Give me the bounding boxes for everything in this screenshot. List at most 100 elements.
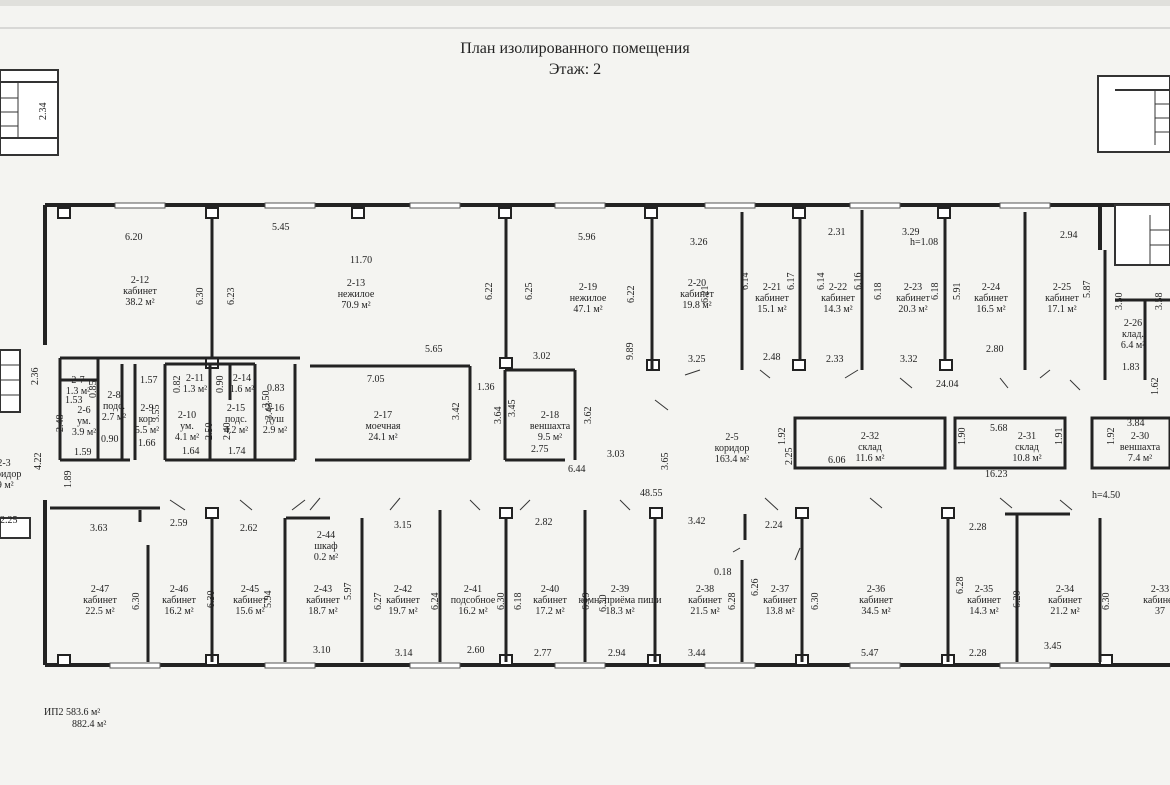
- room-num: 2-11: [186, 373, 204, 384]
- room-name: коридор: [0, 469, 22, 480]
- room-name: нежилое: [337, 289, 375, 300]
- dimension-label: 6.26: [750, 578, 761, 597]
- dimension-label: 1.64: [182, 446, 200, 457]
- dimension-label: 6.06: [828, 455, 846, 466]
- room-num: 2-13: [346, 278, 366, 289]
- room-area: 11.6 м²: [855, 453, 885, 464]
- room-name: подсобное: [450, 595, 496, 606]
- room-num: 2-33: [1150, 584, 1170, 595]
- dimension-label: h=4.50: [1092, 490, 1121, 501]
- room-name: нежилое: [569, 293, 607, 304]
- room-area: 7.4 м²: [1127, 453, 1153, 464]
- dimension-label: 5.68: [990, 423, 1008, 434]
- dimension-label: 3.64: [493, 406, 504, 425]
- room-num: 2-24: [981, 282, 1001, 293]
- dimension-label: 3.84: [1127, 418, 1145, 429]
- totals-area-1: 583.6 м²: [65, 707, 101, 718]
- room-name: кор.: [138, 414, 156, 425]
- dimension-label: 6.20: [1012, 590, 1023, 609]
- room-area: .9 м²: [0, 480, 14, 491]
- dimension-label: 6.24: [430, 592, 441, 611]
- room-name: кабинет: [680, 289, 714, 300]
- room-name: шкаф: [314, 541, 338, 552]
- dimension-label: 2.62: [240, 523, 258, 534]
- dimension-label: 5.96: [578, 232, 596, 243]
- dimension-label: 6.25: [524, 282, 535, 301]
- dimension-label: 3.10: [313, 645, 331, 656]
- room-area: 16.2 м²: [164, 606, 194, 617]
- plan-title: План изолированного помещения: [460, 40, 690, 57]
- stair-top-right: [1097, 75, 1170, 153]
- room-num: 2-10: [177, 410, 197, 421]
- dimension-label: 1.53: [65, 395, 83, 406]
- room-num: 2-8: [107, 390, 121, 401]
- dimension-label: 3.65: [660, 452, 671, 471]
- dimension-label: 3.55: [151, 404, 162, 423]
- dimension-label: 6.30: [131, 592, 142, 611]
- room-num: 2-12: [130, 275, 150, 286]
- dimension-label: h=1.08: [910, 237, 939, 248]
- room-area: 19.8 м²: [682, 300, 712, 311]
- room-name: подс.: [102, 401, 126, 412]
- dimension-label: 1.66: [138, 438, 156, 449]
- dimension-label: 6.20: [125, 232, 143, 243]
- room-area: 22.5 м²: [85, 606, 115, 617]
- room-num: 2-3: [0, 458, 11, 469]
- dimension-label: 6.30: [1101, 592, 1112, 611]
- room-name: клад.: [1122, 329, 1144, 340]
- room-area: 21.5 м²: [690, 606, 720, 617]
- room-num: 2-46: [169, 584, 189, 595]
- dimension-label: 0.18: [714, 567, 732, 578]
- room-num: 2-23: [903, 282, 923, 293]
- dimension-label: 48.55: [640, 488, 663, 499]
- room-area: 20.3 м²: [898, 304, 928, 315]
- room-area: 24.1 м²: [368, 432, 398, 443]
- stair-left: [0, 349, 31, 539]
- dimension-label: 3.42: [451, 402, 462, 421]
- windows: [109, 202, 1051, 669]
- room-area: 18.3 м²: [605, 606, 635, 617]
- room-area: 38.2 м²: [125, 297, 155, 308]
- dimension-label: 3.42: [688, 516, 706, 527]
- dimension-label: 2.36: [30, 367, 41, 386]
- dimension-label: 6.30: [598, 594, 609, 613]
- dimension-label: 5.45: [272, 222, 290, 233]
- dimension-label: 6.44: [568, 464, 586, 475]
- room-area: 15.1 м²: [757, 304, 787, 315]
- room-num: 2-41: [463, 584, 483, 595]
- dimension-label: 2.34: [38, 102, 49, 121]
- dimension-label: 2.48: [55, 414, 66, 433]
- dimension-label: 1.92: [777, 427, 788, 446]
- dimension-label: 2.31: [828, 227, 846, 238]
- room-area: 16.5 м²: [976, 304, 1006, 315]
- room-name: склад: [858, 442, 882, 453]
- room-num: 2-39: [610, 584, 630, 595]
- room-area: 5.5 м²: [134, 425, 160, 436]
- dimension-label: 3.25: [688, 354, 706, 365]
- room-name: кабинет: [233, 595, 267, 606]
- room-num: 2-15: [226, 403, 246, 414]
- room-num: 2-9: [140, 403, 154, 414]
- dimension-label: 3.62: [583, 406, 594, 425]
- room-name: кабинет: [763, 595, 797, 606]
- room-area: 4.1 м²: [174, 432, 200, 443]
- dimension-label: 2.94: [1060, 230, 1078, 241]
- room-area: 16.2 м²: [458, 606, 488, 617]
- dimension-label: 6.30: [496, 592, 507, 611]
- room-name: ум.: [77, 416, 91, 427]
- dimension-label: 1.83: [1122, 362, 1140, 373]
- dimension-label: 6.22: [626, 285, 637, 304]
- room-num: 2-7: [71, 375, 85, 386]
